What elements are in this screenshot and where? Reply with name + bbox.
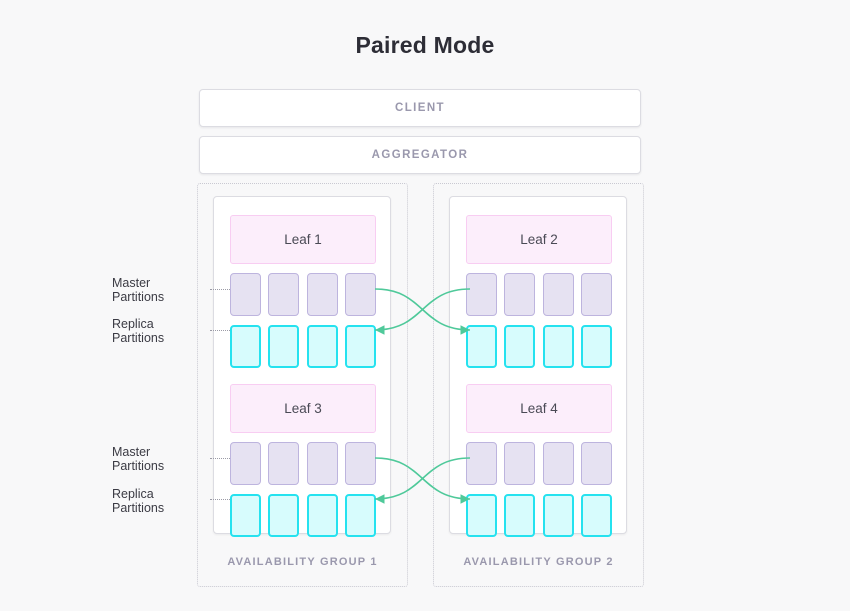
replica-partition[interactable] <box>542 494 574 537</box>
replica-partition[interactable] <box>230 325 261 368</box>
leaf-2-label: Leaf 2 <box>520 232 558 247</box>
master-partitions-row-3 <box>230 442 376 485</box>
leader-line-master-top <box>210 289 230 290</box>
master-partitions-row-2 <box>466 273 612 316</box>
master-partition[interactable] <box>504 273 536 316</box>
replica-partitions-row-1 <box>230 325 376 368</box>
master-partition[interactable] <box>542 273 574 316</box>
availability-group-2: AVAILABILITY GROUP 2 <box>433 183 644 587</box>
leaf-box-1[interactable]: Leaf 1 <box>230 215 376 264</box>
replica-partitions-row-3 <box>230 494 376 537</box>
leaf-block-3: Leaf 3 <box>230 384 376 537</box>
callout-master-partitions-top: Master Partitions <box>112 276 204 304</box>
master-partition[interactable] <box>466 273 497 316</box>
master-partition[interactable] <box>542 442 574 485</box>
callout-line-1: Master <box>112 276 151 290</box>
leader-line-replica-top <box>210 330 230 331</box>
leaf-box-4[interactable]: Leaf 4 <box>466 384 612 433</box>
callout-line-2: Partitions <box>112 501 165 515</box>
page-title: Paired Mode <box>355 32 495 58</box>
master-partitions-row-1 <box>230 273 376 316</box>
replica-partition[interactable] <box>466 494 497 537</box>
master-partition[interactable] <box>466 442 497 485</box>
leaf-box-2[interactable]: Leaf 2 <box>466 215 612 264</box>
client-label: CLIENT <box>395 102 445 114</box>
replica-partition[interactable] <box>580 325 612 368</box>
replica-partition[interactable] <box>268 494 300 537</box>
leader-line-replica-bottom <box>210 499 230 500</box>
master-partition[interactable] <box>344 442 376 485</box>
master-partition[interactable] <box>268 442 300 485</box>
replica-partition[interactable] <box>344 325 376 368</box>
master-partition[interactable] <box>504 442 536 485</box>
replica-partition[interactable] <box>306 494 338 537</box>
callout-replica-partitions-top: Replica Partitions <box>112 317 204 345</box>
aggregator-box[interactable]: AGGREGATOR <box>199 136 641 174</box>
callout-master-partitions-bottom: Master Partitions <box>112 445 204 473</box>
availability-group-2-panel: Leaf 2 Leaf 4 <box>449 196 627 537</box>
replica-partition[interactable] <box>466 325 497 368</box>
availability-group-1-panel: Leaf 1 Leaf 3 <box>213 196 391 537</box>
leaf-box-3[interactable]: Leaf 3 <box>230 384 376 433</box>
client-box[interactable]: CLIENT <box>199 89 641 127</box>
leaf-block-4: Leaf 4 <box>466 384 612 537</box>
replica-partition[interactable] <box>504 325 536 368</box>
replica-partitions-row-4 <box>466 494 612 537</box>
callout-line-1: Replica <box>112 487 154 501</box>
replica-partition[interactable] <box>230 494 261 537</box>
master-partition[interactable] <box>580 442 612 485</box>
availability-group-1-label: AVAILABILITY GROUP 1 <box>227 556 378 568</box>
master-partition[interactable] <box>306 442 338 485</box>
aggregator-label: AGGREGATOR <box>371 149 469 161</box>
leaf-1-label: Leaf 1 <box>284 232 322 247</box>
leaf-3-label: Leaf 3 <box>284 401 322 416</box>
master-partition[interactable] <box>580 273 612 316</box>
replica-partition[interactable] <box>306 325 338 368</box>
replica-partition[interactable] <box>542 325 574 368</box>
replica-partition[interactable] <box>344 494 376 537</box>
leader-line-master-bottom <box>210 458 230 459</box>
replica-partition[interactable] <box>504 494 536 537</box>
replica-partitions-row-2 <box>466 325 612 368</box>
replica-partition[interactable] <box>268 325 300 368</box>
callout-line-2: Partitions <box>112 459 165 473</box>
master-partition[interactable] <box>230 442 261 485</box>
callout-line-1: Replica <box>112 317 154 331</box>
master-partitions-row-4 <box>466 442 612 485</box>
callout-line-2: Partitions <box>112 290 165 304</box>
availability-group-1: AVAILABILITY GROUP 1 <box>197 183 408 587</box>
callout-line-1: Master <box>112 445 151 459</box>
replica-partition[interactable] <box>580 494 612 537</box>
master-partition[interactable] <box>230 273 261 316</box>
leaf-block-2: Leaf 2 <box>466 215 612 368</box>
leaf-4-label: Leaf 4 <box>520 401 558 416</box>
callout-line-2: Partitions <box>112 331 165 345</box>
leaf-block-1: Leaf 1 <box>230 215 376 368</box>
callout-replica-partitions-bottom: Replica Partitions <box>112 487 204 515</box>
availability-group-2-label: AVAILABILITY GROUP 2 <box>463 556 614 568</box>
master-partition[interactable] <box>268 273 300 316</box>
master-partition[interactable] <box>344 273 376 316</box>
master-partition[interactable] <box>306 273 338 316</box>
